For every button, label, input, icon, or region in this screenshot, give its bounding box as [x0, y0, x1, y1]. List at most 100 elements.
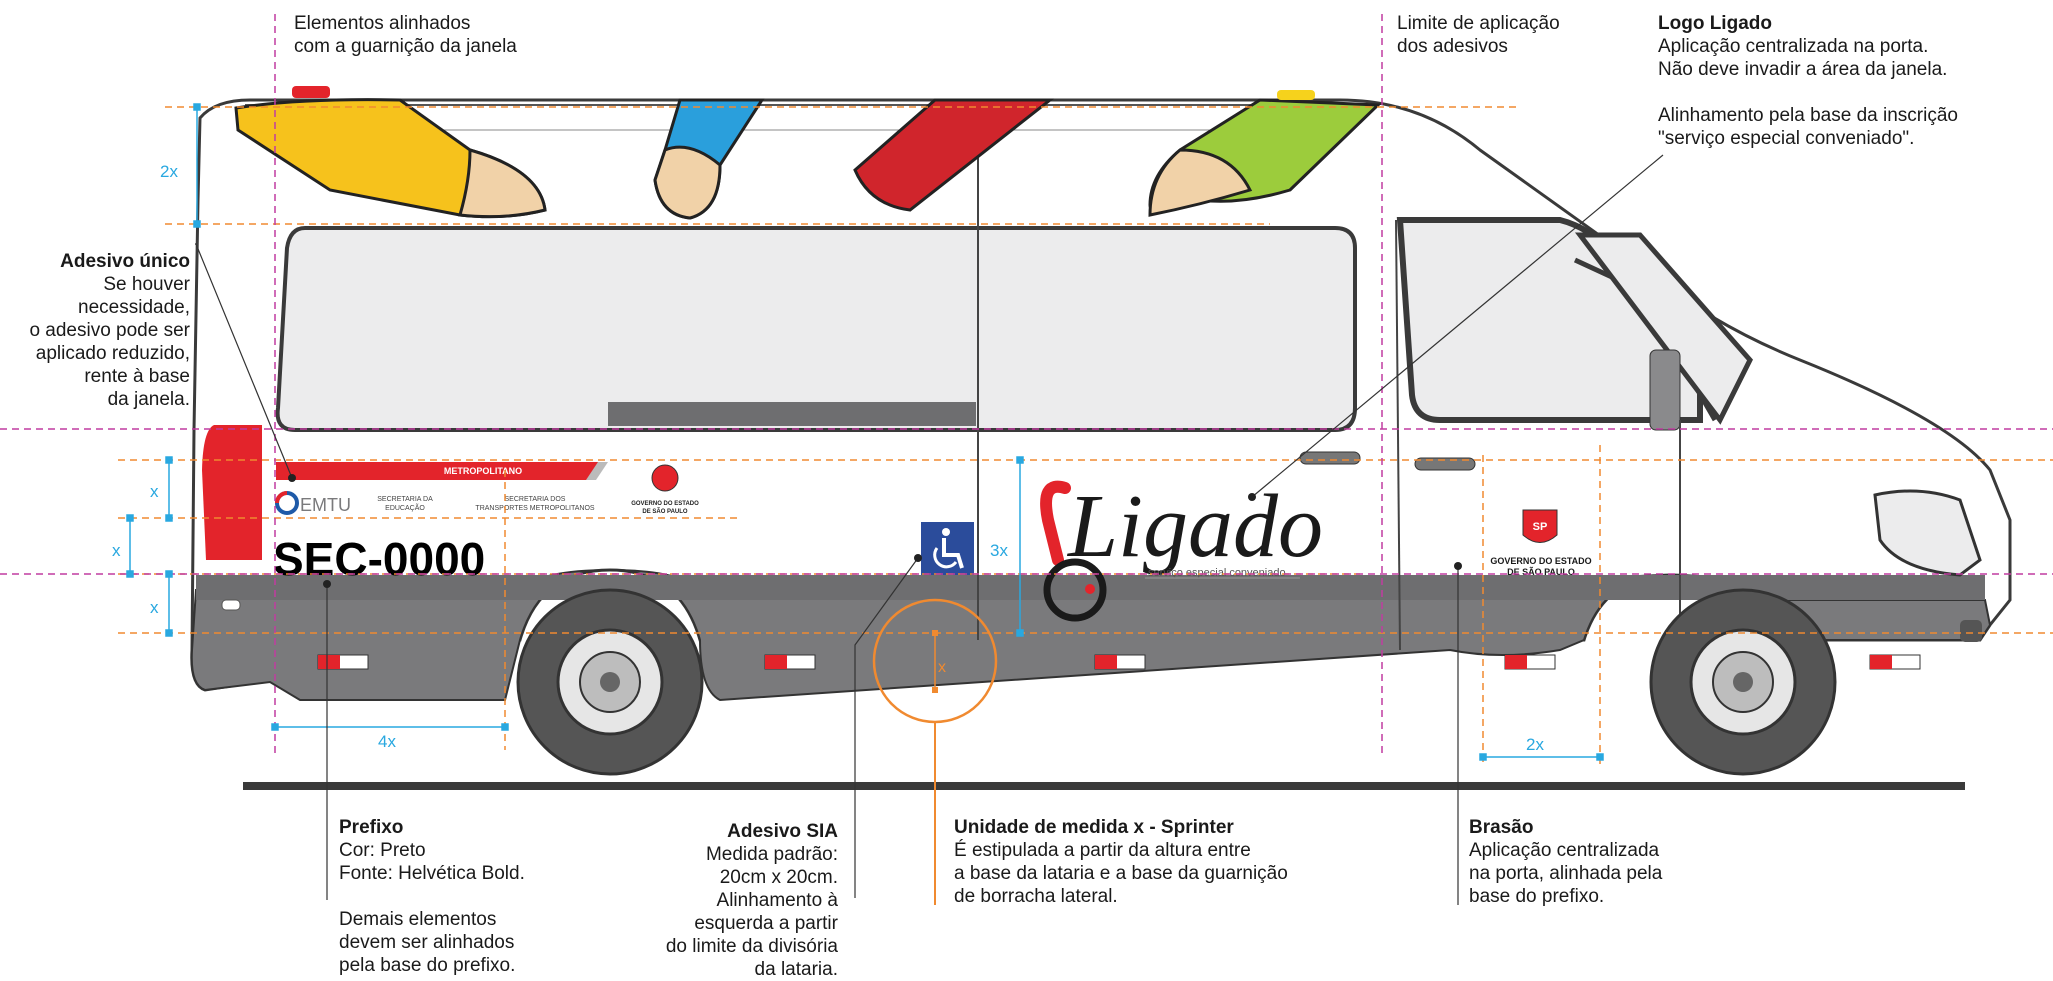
pencil-yellow-tip — [458, 148, 547, 219]
side-marker — [1095, 655, 1117, 669]
stripe-label: METROPOLITANO — [444, 466, 522, 476]
dimension-tick — [1016, 456, 1024, 464]
sia-note-line: da lataria. — [754, 959, 838, 980]
side-mirror — [1649, 349, 1681, 431]
brasao-note-line: Aplicação centralizada — [1469, 840, 1660, 861]
roof-light-yellow — [1277, 90, 1315, 100]
dimension-tick — [271, 723, 279, 731]
gov-small-line: DE SÃO PAULO — [642, 508, 688, 515]
wheelchair-icon — [942, 528, 950, 536]
adesivo-unico-line: da janela. — [107, 389, 190, 410]
logo-note-line: Não deve invadir a área da janela. — [1658, 59, 1948, 80]
logo-note-line: Aplicação centralizada na porta. — [1658, 36, 1929, 57]
fog-light — [1960, 620, 1982, 642]
sec-educacao-line: SECRETARIA DA — [377, 496, 433, 503]
brasao-small-icon — [651, 464, 679, 492]
sia-sticker — [921, 522, 974, 575]
emtu-text: EMTU — [300, 495, 351, 515]
dimension-tick — [1596, 753, 1604, 761]
wheelchair-icon — [942, 538, 964, 569]
leader-dot — [1248, 493, 1256, 501]
logo-note-title: Logo Ligado — [1658, 13, 1772, 34]
leader-dots — [288, 474, 1462, 588]
logo-l-stroke — [1040, 480, 1071, 566]
emtu-icon-accent — [275, 491, 288, 504]
side-window — [275, 226, 1357, 432]
sia-note-line: Medida padrão: — [705, 844, 838, 865]
adesivo-unico-line: aplicado reduzido, — [35, 343, 190, 364]
sec-transportes-line: SECRETARIA DOS — [505, 496, 566, 503]
rear-light — [202, 425, 262, 560]
dimension-label: x — [150, 482, 159, 501]
side-marker — [765, 655, 787, 669]
logo-tagline: serviço especial conveniado — [1148, 567, 1286, 579]
unidade-note-title: Unidade de medida x - Sprinter — [954, 817, 1234, 838]
prefixo-note-line: devem ser alinhados — [339, 932, 515, 953]
unit-tick — [932, 630, 938, 636]
unit-measure-callout: x — [872, 598, 998, 905]
pencil-green-tip — [1148, 148, 1253, 217]
brasao-door: SP GOVERNO DO ESTADO DE SÃO PAULO — [1490, 509, 1592, 577]
gov-door-line: GOVERNO DO ESTADO — [1490, 556, 1591, 566]
brasao-note-line: na porta, alinhada pela — [1469, 863, 1663, 884]
logo-dot — [1085, 584, 1095, 594]
unidade-note-line: É estipulada a partir da altura entre — [954, 840, 1251, 861]
brasao-note-line: base do prefixo. — [1469, 886, 1605, 907]
logo-wheel-icon — [1043, 558, 1107, 622]
stripe-accent — [586, 462, 608, 480]
limit-note-line: Limite de aplicação — [1397, 13, 1560, 34]
sec-educacao-line: EDUCAÇÃO — [385, 503, 425, 512]
dimension-labels: 2x x x x 3x 4x 2x — [112, 162, 1544, 754]
gov-small-line: GOVERNO DO ESTADO — [631, 501, 699, 507]
aligned-note-line: Elementos alinhados — [294, 13, 471, 34]
brasao-sp-text: SP — [1533, 521, 1548, 533]
door-handle — [1299, 451, 1361, 465]
adesivo-unico-line: o adesivo pode ser — [29, 320, 190, 341]
prefixo-note-line: pela base do prefixo. — [339, 955, 516, 976]
dimension-label: x — [150, 598, 159, 617]
magenta-guides — [0, 14, 2053, 757]
adesivo-unico-line: Se houver — [103, 274, 190, 295]
unidade-note-line: a base da lataria e a base da guarnição — [954, 863, 1288, 884]
prefixo-note-line: Cor: Preto — [339, 840, 426, 861]
pencil-red — [853, 98, 1055, 212]
metropolitano-decal: METROPOLITANO EMTU SECRETARIA DA EDUCAÇÃ… — [275, 462, 699, 515]
headlight — [1873, 489, 1982, 577]
sia-note: Adesivo SIA Medida padrão: 20cm x 20cm. … — [600, 820, 838, 981]
side-marker — [1870, 655, 1892, 669]
roof-light-red — [292, 86, 330, 98]
dimension-tick — [193, 220, 201, 228]
dimension-tick — [501, 723, 509, 731]
wheelchair-icon — [933, 547, 958, 569]
leader-sia — [854, 557, 919, 898]
hub-center — [600, 672, 620, 692]
limit-note-line: dos adesivos — [1397, 36, 1508, 57]
dimension-label: x — [112, 541, 121, 560]
brasao-note-title: Brasão — [1469, 817, 1534, 838]
leader-dot — [323, 580, 331, 588]
dimension-tick — [165, 570, 173, 578]
hub-center — [1733, 672, 1753, 692]
brasao-shield-icon — [1522, 509, 1558, 543]
front-door-line — [1395, 219, 1401, 651]
sia-note-title: Adesivo SIA — [727, 821, 838, 842]
sec-transportes-line: TRANSPORTES METROPOLITANOS — [475, 505, 594, 512]
sia-note-line: Alinhamento à — [716, 890, 838, 911]
door-handle — [1414, 457, 1476, 471]
dimension-markers — [126, 103, 1604, 761]
side-markers — [317, 654, 1921, 670]
prefixo-note-title: Prefixo — [339, 817, 404, 838]
pencil-graphics — [234, 86, 1382, 220]
adesivo-unico-note: Adesivo único Se houver necessidade, o a… — [0, 250, 190, 411]
side-marker — [318, 655, 340, 669]
adesivo-unico-line: rente à base — [84, 366, 190, 387]
dimension-label: 3x — [990, 541, 1008, 560]
rear-marker — [221, 599, 241, 611]
prefixo-note-line: Demais elementos — [339, 909, 497, 930]
dimension-tick — [193, 103, 201, 111]
aligned-note: Elementos alinhados com a guarnição da j… — [294, 12, 517, 58]
dimension-tick — [165, 514, 173, 522]
dimension-tick — [1016, 629, 1024, 637]
